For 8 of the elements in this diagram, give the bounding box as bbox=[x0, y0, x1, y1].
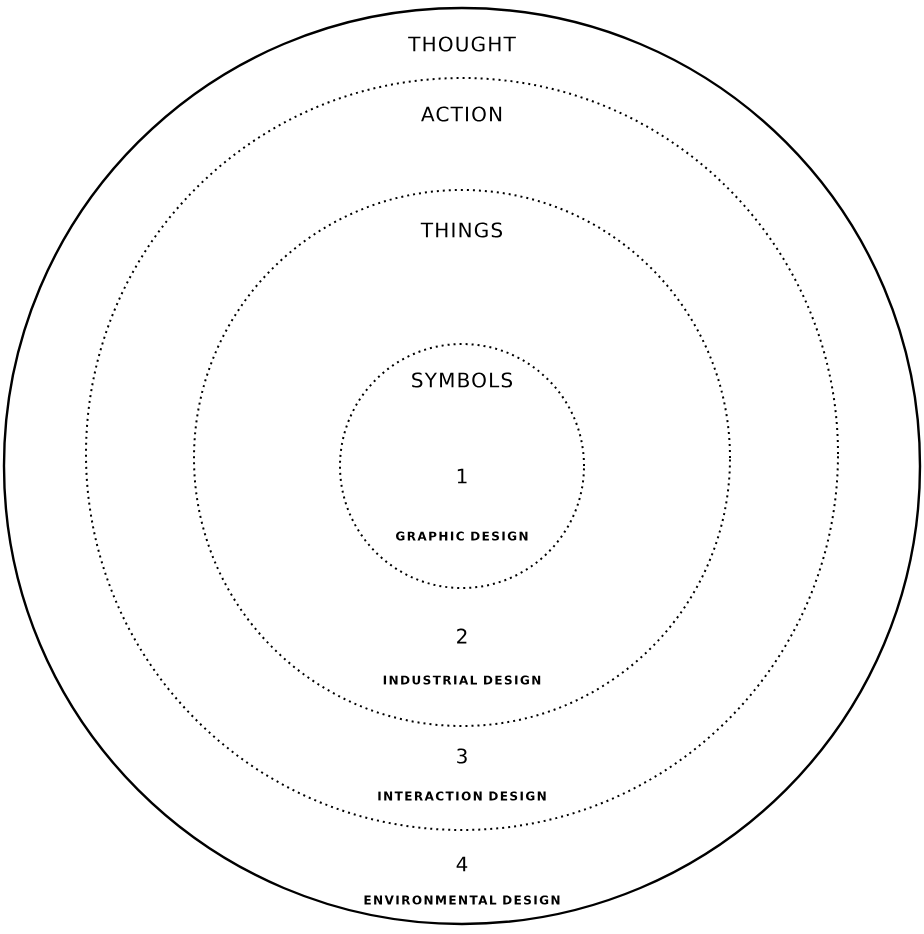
ring-number: 4 bbox=[456, 856, 468, 872]
ring-number: 2 bbox=[457, 628, 467, 644]
ring-heading: SYMBOLS bbox=[412, 372, 513, 388]
ring-number: 1 bbox=[457, 468, 467, 484]
ring-number: 3 bbox=[457, 748, 467, 764]
ring-heading: THINGS bbox=[420, 222, 502, 238]
ring-heading: THOUGHT bbox=[408, 36, 516, 52]
ring-heading: ACTION bbox=[421, 106, 502, 122]
